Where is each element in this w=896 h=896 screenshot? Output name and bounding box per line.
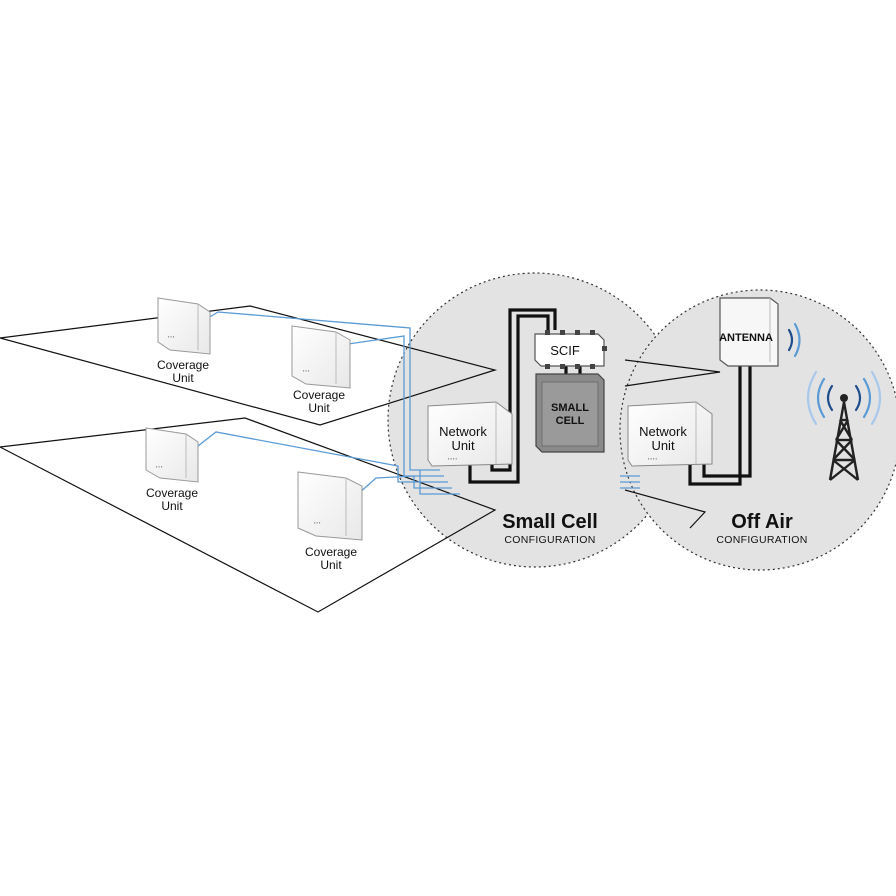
small-cell-device [535,373,605,453]
coverage-unit-1: ▪ ▪ ▪ [157,297,211,355]
antenna-device [719,297,779,367]
off-air-config-title: Off Air [731,511,793,533]
svg-text:▪ ▪ ▪: ▪ ▪ ▪ [314,520,321,525]
small-cell-config-subtitle: CONFIGURATION [504,534,595,546]
network-unit-label-1: Network [439,424,487,439]
black-cable-bundle [468,308,752,486]
svg-text:▪ ▪ ▪ ▪: ▪ ▪ ▪ ▪ [648,456,658,461]
scif-device [534,330,607,369]
scif-label: SCIF [550,343,580,358]
small-cell-config-title: Small Cell [502,511,598,533]
cell-tower-icon [806,370,882,481]
coverage-unit-label-3: Coverage [146,486,198,500]
antenna-signal-icon [787,322,801,358]
lower-floor-plane [0,417,497,613]
small-cell-label: SMALL [551,402,589,414]
blue-cable-bundle [197,311,640,495]
network-unit-off-air: ▪ ▪ ▪ ▪ [627,401,713,467]
svg-text:▪ ▪ ▪: ▪ ▪ ▪ [303,368,310,373]
network-unit-label-2: Network [639,424,687,439]
antenna-label: ANTENNA [719,332,773,344]
coverage-unit-label-4: Coverage [305,545,357,559]
coverage-unit-sublabel-3: Unit [161,499,183,513]
network-unit-small-cell: ▪ ▪ ▪ ▪ [427,401,513,467]
coverage-unit-label-2: Coverage [293,388,345,402]
svg-text:▪ ▪ ▪: ▪ ▪ ▪ [156,464,163,469]
coverage-unit-4: ▪ ▪ ▪ [297,471,363,541]
coverage-unit-sublabel-4: Unit [320,558,342,572]
coverage-unit-sublabel-1: Unit [172,371,194,385]
off-air-config-circle [619,289,896,571]
network-unit-sublabel-2: Unit [651,438,675,453]
network-unit-sublabel-1: Unit [451,438,475,453]
coverage-unit-3: ▪ ▪ ▪ [145,427,199,483]
coverage-unit-2: ▪ ▪ ▪ [291,325,351,389]
off-air-config-subtitle: CONFIGURATION [716,534,807,546]
off-air-floor-edge [624,359,721,387]
coverage-unit-label-1: Coverage [157,358,209,372]
svg-text:▪ ▪ ▪ ▪: ▪ ▪ ▪ ▪ [448,456,458,461]
coverage-unit-sublabel-2: Unit [308,401,330,415]
svg-text:▪ ▪ ▪: ▪ ▪ ▪ [168,334,175,339]
off-air-floor-edge-lower [624,489,707,529]
small-cell-sublabel: CELL [556,415,585,427]
